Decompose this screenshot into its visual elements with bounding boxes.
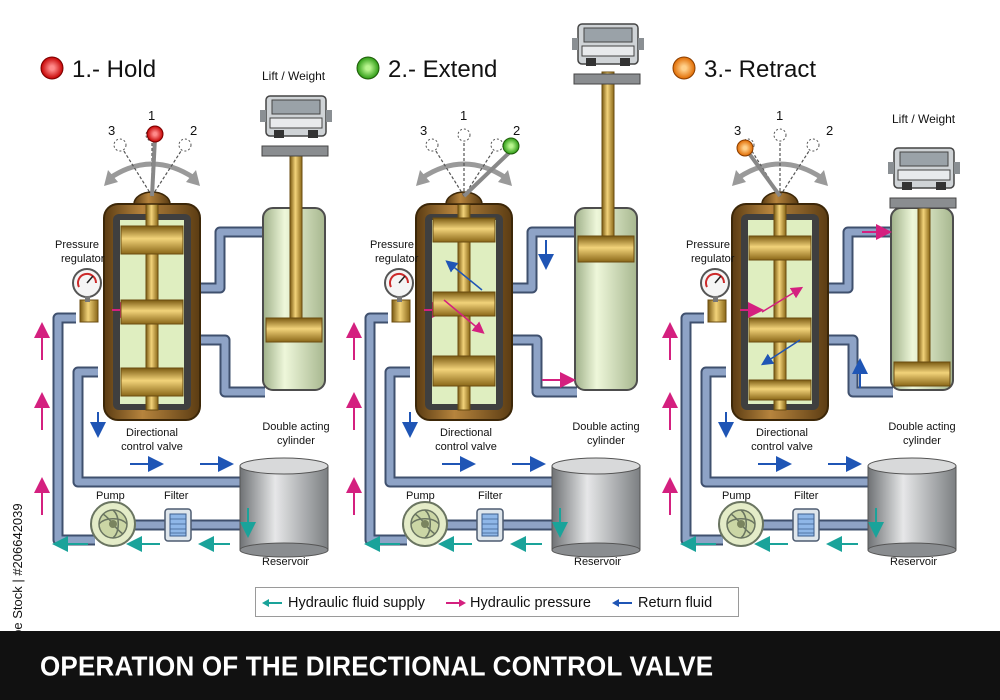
cylinder-label-line1: Double acting — [262, 421, 329, 433]
cylinder-label-line2: cylinder — [903, 435, 941, 447]
lever-knob — [736, 139, 754, 157]
lever-knob — [502, 137, 520, 155]
lever-knob — [146, 125, 164, 143]
extend-indicator-icon — [356, 56, 380, 80]
panel-extend — [354, 23, 644, 557]
blue-arrow-icon — [612, 599, 632, 607]
valve-label-line2: control valve — [751, 441, 813, 453]
pump-label: Pump — [406, 490, 435, 502]
valve-label-line1: Directional — [756, 427, 808, 439]
legend-label: Return fluid — [638, 595, 713, 611]
valve-label-line2: control valve — [435, 441, 497, 453]
pos-3-label: 3 — [108, 123, 115, 138]
regulator-label-line1: Pressure — [370, 239, 414, 251]
valve-label-line2: control valve — [121, 441, 183, 453]
filter-label: Filter — [164, 490, 189, 502]
filter-label: Filter — [478, 490, 503, 502]
heading-hold: 1.- Hold — [72, 56, 156, 83]
teal-arrow-icon — [262, 599, 282, 607]
regulator-label-line2: regulator — [61, 253, 105, 265]
hold-indicator-icon — [40, 56, 64, 80]
load-label: Lift / Weight — [892, 112, 956, 126]
lever-arm — [462, 148, 514, 198]
cylinder-label-line2: cylinder — [587, 435, 625, 447]
regulator-label-line1: Pressure — [686, 239, 730, 251]
reservoir-label: Reservoir — [262, 556, 309, 568]
pos-2-label: 2 — [513, 123, 520, 138]
valve-label-line1: Directional — [126, 427, 178, 439]
pos-2-label: 2 — [826, 123, 833, 138]
panel-hold — [42, 95, 332, 557]
reservoir-label: Reservoir — [574, 556, 621, 568]
legend-item-pressure: Hydraulic pressure — [444, 593, 591, 613]
pos-1-label: 1 — [776, 108, 783, 123]
cylinder-label-line1: Double acting — [572, 421, 639, 433]
lever-arm — [150, 137, 157, 197]
lever-arm — [746, 150, 782, 198]
pos-3-label: 3 — [420, 123, 427, 138]
cylinder-label-line2: cylinder — [277, 435, 315, 447]
valve-label-line1: Directional — [440, 427, 492, 439]
legend-label: Hydraulic fluid supply — [288, 595, 426, 611]
reservoir-label: Reservoir — [890, 556, 937, 568]
panel-retract — [670, 129, 960, 557]
regulator-label-line2: regulator — [375, 253, 419, 265]
cylinder-label-line1: Double acting — [888, 421, 955, 433]
heading-extend: 2.- Extend — [388, 56, 497, 83]
page-title: OPERATION OF THE DIRECTIONAL CONTROL VAL… — [40, 649, 714, 683]
retract-indicator-icon — [672, 56, 696, 80]
load-label: Lift / Weight — [262, 69, 326, 83]
pos-1-label: 1 — [148, 108, 155, 123]
legend-item-supply: Hydraulic fluid supply — [262, 593, 425, 613]
legend-item-return: Return fluid — [612, 593, 712, 613]
pos-3-label: 3 — [734, 123, 741, 138]
regulator-label-line2: regulator — [691, 253, 735, 265]
pos-2-label: 2 — [190, 123, 197, 138]
pink-arrow-icon — [446, 599, 466, 607]
title-bar: OPERATION OF THE DIRECTIONAL CONTROL VAL… — [0, 631, 1000, 700]
pump-label: Pump — [96, 490, 125, 502]
regulator-label-line1: Pressure — [55, 239, 99, 251]
pos-1-label: 1 — [460, 108, 467, 123]
stock-id: Adobe Stock | #206642039 — [10, 503, 25, 660]
filter-label: Filter — [794, 490, 819, 502]
heading-retract: 3.- Retract — [704, 56, 816, 83]
legend: Hydraulic fluid supply Hydraulic pressur… — [255, 587, 739, 617]
legend-label: Hydraulic pressure — [470, 595, 591, 611]
pump-label: Pump — [722, 490, 751, 502]
